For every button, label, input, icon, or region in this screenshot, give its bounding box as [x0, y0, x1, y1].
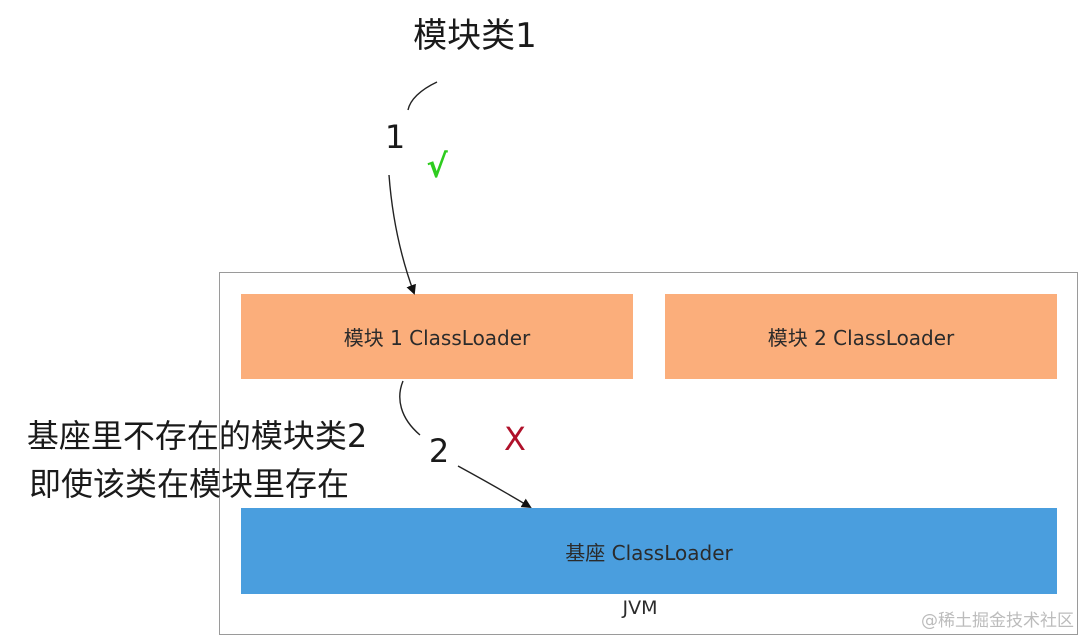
cross-icon: X — [504, 420, 526, 458]
note-line-2: 即使该类在模块里存在 — [28, 465, 349, 503]
base-classloader-label: 基座 ClassLoader — [565, 540, 733, 565]
module2-classloader-label: 模块 2 ClassLoader — [767, 326, 955, 350]
arrow-1 — [388, 174, 416, 295]
arrow-1-upper-segment — [407, 81, 438, 111]
note-line-1: 基座里不存在的模块类2 — [26, 417, 368, 455]
watermark: @稀土掘金技术社区 — [921, 611, 1074, 631]
step-2-number: 2 — [428, 432, 450, 470]
step-1-number: 1 — [384, 118, 406, 156]
module1-classloader-box: 模块 1 ClassLoader — [241, 294, 633, 379]
base-classloader-box: 基座 ClassLoader — [241, 508, 1057, 594]
jvm-label: JVM — [622, 597, 658, 619]
arrow-2 — [457, 465, 532, 509]
module2-classloader-box: 模块 2 ClassLoader — [665, 294, 1057, 379]
module-class-1-label: 模块类1 — [413, 16, 537, 56]
check-icon: √ — [426, 147, 448, 185]
arrow-2-upper-segment — [399, 380, 421, 436]
module1-classloader-label: 模块 1 ClassLoader — [343, 326, 531, 350]
